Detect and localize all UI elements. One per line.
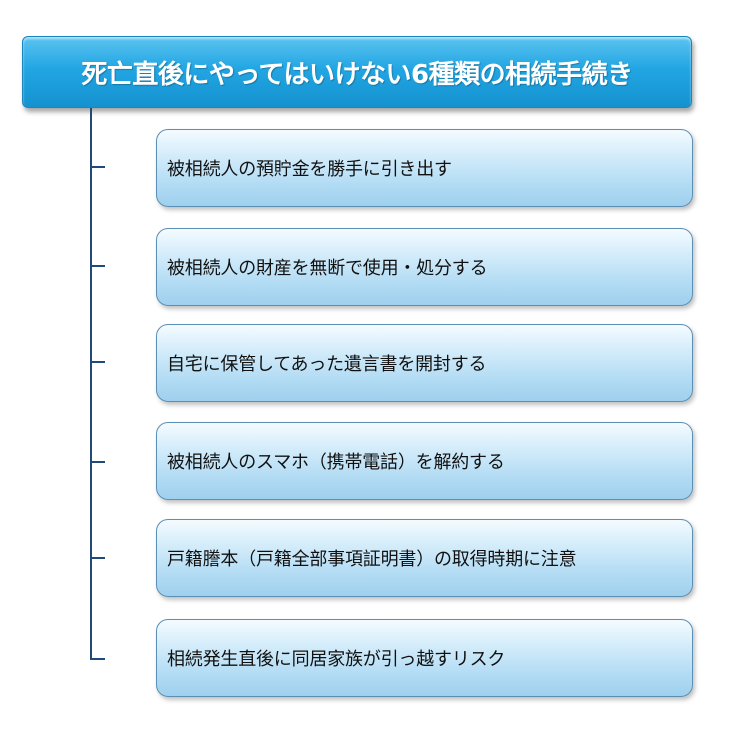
connector-tick-3 [90, 361, 105, 363]
connector-tick-6 [90, 658, 105, 660]
list-item-1: 被相続人の預貯金を勝手に引き出す [156, 129, 693, 207]
list-item-label: 被相続人の預貯金を勝手に引き出す [167, 159, 452, 180]
list-item-label: 自宅に保管してあった遺言書を開封する [167, 354, 487, 375]
diagram-title-box: 死亡直後にやってはいけない6種類の相続手続き [22, 36, 692, 108]
list-item-label: 被相続人の財産を無断で使用・処分する [167, 258, 488, 279]
list-item-5: 戸籍謄本（戸籍全部事項証明書）の取得時期に注意 [156, 519, 693, 597]
diagram-title: 死亡直後にやってはいけない6種類の相続手続き [81, 59, 633, 90]
connector-tick-4 [90, 461, 105, 463]
list-item-label: 相続発生直後に同居家族が引っ越すリスク [167, 649, 506, 670]
connector-trunk-line [90, 108, 92, 660]
list-item-3: 自宅に保管してあった遺言書を開封する [156, 324, 693, 402]
list-item-4: 被相続人のスマホ（携帯電話）を解約する [156, 422, 693, 500]
list-item-label: 被相続人のスマホ（携帯電話）を解約する [167, 452, 505, 473]
list-item-2: 被相続人の財産を無断で使用・処分する [156, 228, 693, 306]
connector-tick-2 [90, 265, 105, 267]
connector-tick-5 [90, 557, 105, 559]
list-item-label: 戸籍謄本（戸籍全部事項証明書）の取得時期に注意 [167, 549, 577, 570]
list-item-6: 相続発生直後に同居家族が引っ越すリスク [156, 619, 693, 697]
connector-tick-1 [90, 166, 105, 168]
